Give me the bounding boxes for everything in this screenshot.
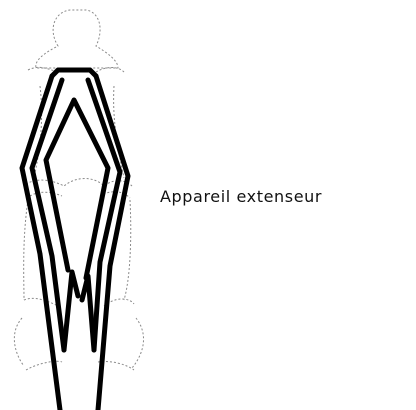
metacarpal-base-outline	[26, 361, 134, 370]
slip-left	[64, 272, 78, 350]
metacarpal-joint-outline	[24, 298, 134, 306]
extensor-apparatus	[22, 70, 128, 410]
central-band	[46, 100, 108, 278]
distal-phalanx-outline	[36, 10, 118, 68]
metacarpal-head-outline	[14, 318, 143, 368]
extensor-apparatus-label: Appareil extenseur	[160, 187, 322, 206]
slip-right	[82, 276, 94, 350]
outer-lateral-band-right	[96, 76, 128, 410]
terminal-tendon	[52, 70, 96, 76]
